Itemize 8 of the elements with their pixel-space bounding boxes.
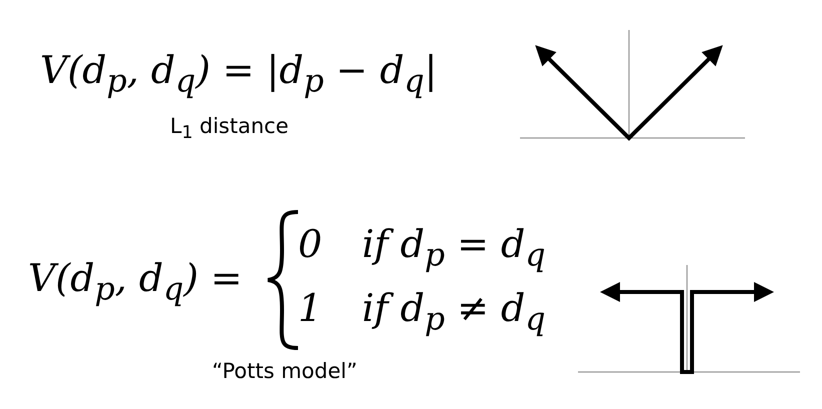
case-value: 1 (298, 288, 322, 330)
formula: V(d$_{p}$, d$_{q}$) = |d$_{p}$ − d$_{q}$| (40, 50, 438, 100)
case-value: 0 (298, 224, 322, 266)
formula: V(d$_{p}$, d$_{q}$) = (28, 258, 242, 308)
case-condition: if d$_{p}$ = d$_{q}$ (362, 224, 546, 274)
formula-caption: “Potts model” (212, 360, 358, 384)
formula-caption: L$_{1}$ distance (170, 115, 289, 144)
case-condition: if d$_{p}$ ≠ d$_{q}$ (362, 288, 546, 338)
